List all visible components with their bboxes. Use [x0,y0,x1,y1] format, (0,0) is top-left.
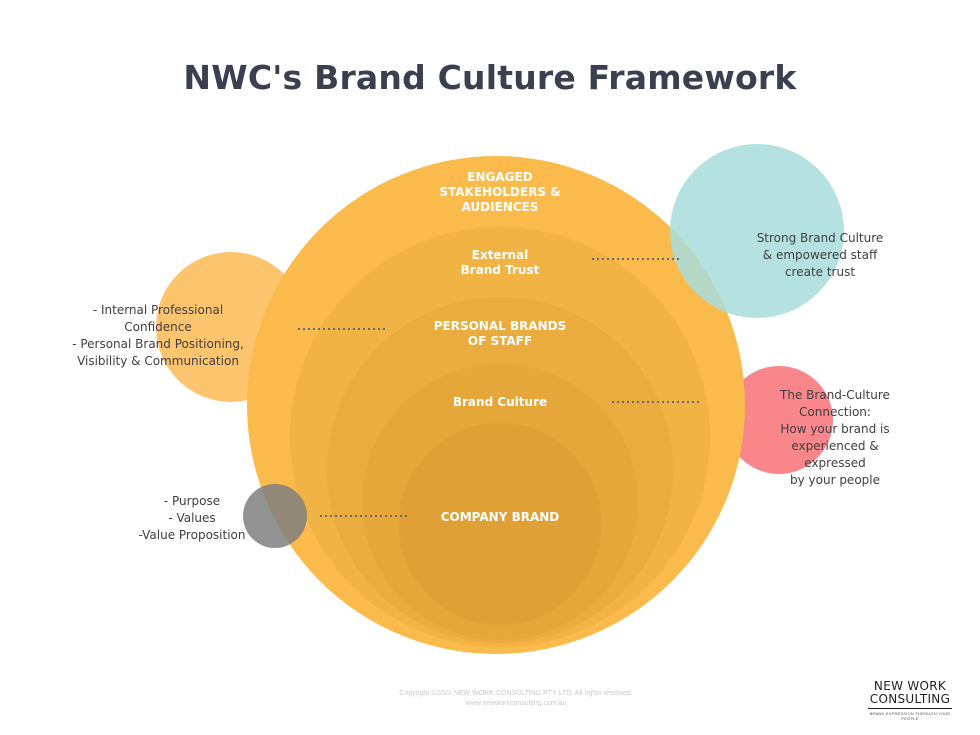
grey-circle [243,484,307,548]
pink-circle [725,366,833,474]
logo-tagline: BRAND EXPRESSION THROUGH YOUR PEOPLE [869,711,951,721]
logo-line-2: CONSULTING [869,692,951,706]
external-brand-trust-ring [290,227,710,647]
purpose-values-note: - Purpose - Values -Value Proposition [138,494,246,542]
brand-culture-connection-note: The Brand-Culture Connection: How your b… [780,388,890,487]
engaged-stakeholders-label: ENGAGED STAKEHOLDERS & AUDIENCES [439,170,561,214]
logo-divider [868,708,952,709]
engaged-stakeholders-circle [247,156,745,654]
external-brand-trust-label: External Brand Trust [460,248,540,277]
company-brand-circle [399,423,601,625]
nwc-logo: NEW WORK CONSULTING BRAND EXPRESSION THR… [862,680,958,721]
company-brand-label: COMPANY BRAND [440,510,560,524]
personal-brands-label: PERSONAL BRANDS OF STAFF [433,319,567,348]
page-title: NWC's Brand Culture Framework [183,58,797,97]
teal-circle [670,144,844,318]
logo-line-1: NEW WORK [873,679,947,693]
brand-culture-ring [362,364,638,640]
personal-brands-ring [327,297,673,643]
brand-culture-label: Brand Culture [452,395,548,409]
footer-copyright: Copyright ©2021 NEW WORK CONSULTING PTY … [399,690,633,697]
footer-website: www.newworkconsulting.com.au [465,700,567,707]
strong-culture-note: Strong Brand Culture & empowered staff c… [756,231,884,279]
internal-confidence-note: - Internal Professional Confidence - Per… [72,303,244,368]
